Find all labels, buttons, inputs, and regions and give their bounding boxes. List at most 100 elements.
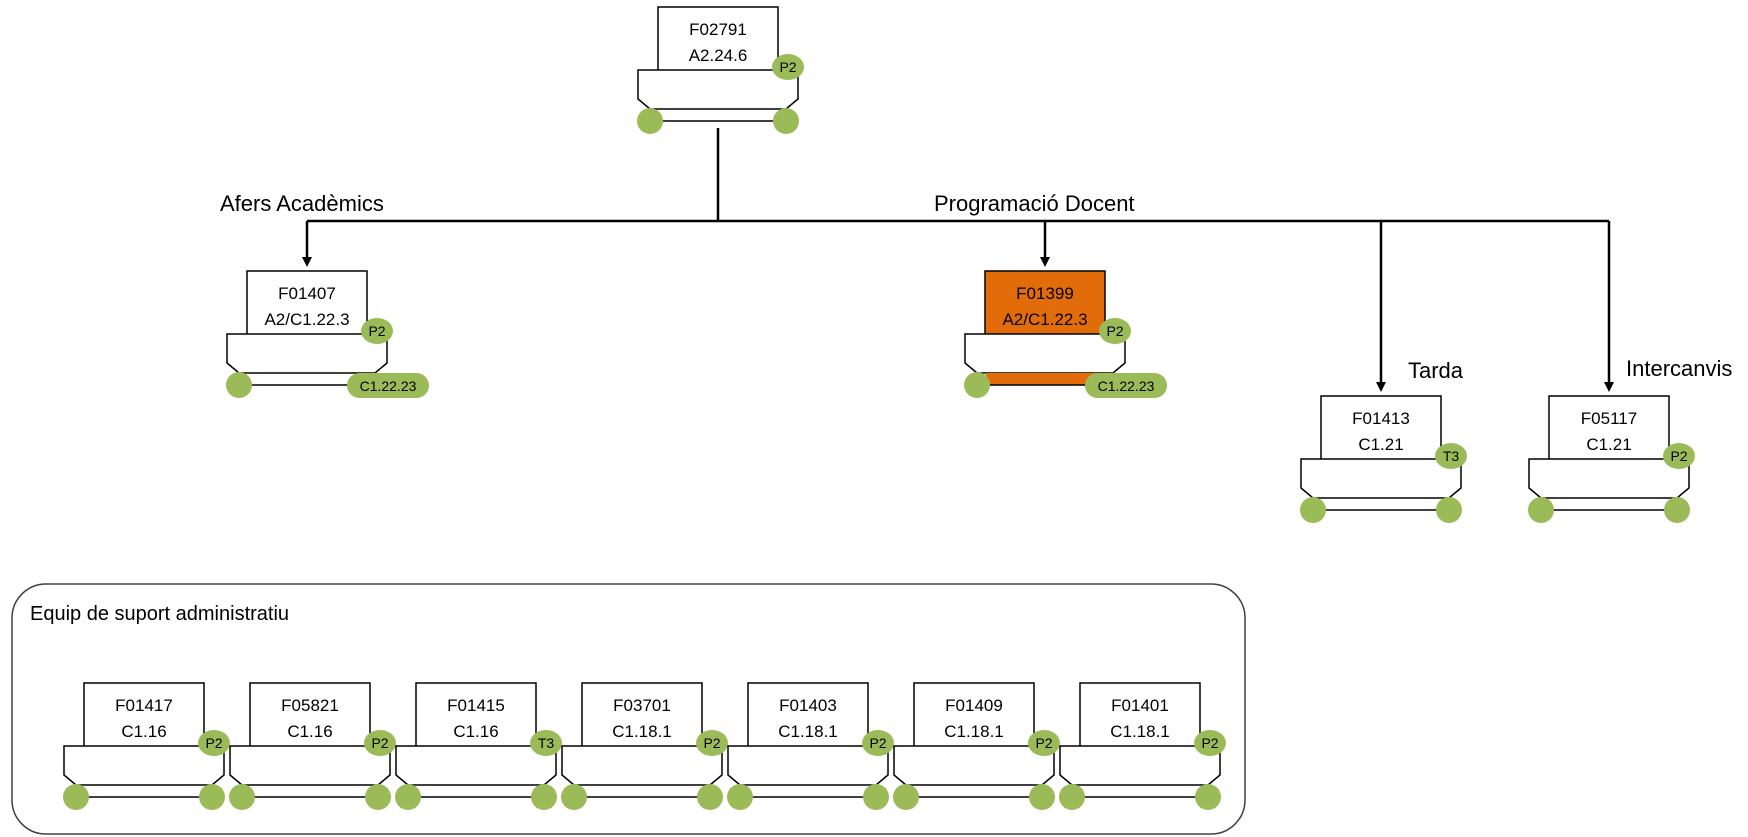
position-code: F01401 [1111, 696, 1169, 715]
position-code: F05821 [281, 696, 339, 715]
position-code: F01413 [1352, 409, 1410, 428]
level-badge [530, 730, 562, 756]
foot-dot-right [1436, 497, 1462, 523]
position-tray [964, 333, 1126, 374]
side-badge-label: C1.22.23 [360, 378, 417, 394]
support-group-title: Equip de suport administratiu [30, 603, 289, 625]
position-tray [229, 745, 391, 786]
foot-dot-left [727, 784, 753, 810]
position-code: F01399 [1016, 284, 1074, 303]
level-badge [361, 318, 393, 344]
foot-dot-left [226, 372, 252, 398]
position-grade: C1.18.1 [1110, 722, 1170, 741]
position-tray [893, 745, 1055, 786]
level-badge-label: P2 [205, 735, 222, 751]
position-code: F03701 [613, 696, 671, 715]
foot-dot-right [863, 784, 889, 810]
position-card [1548, 395, 1670, 462]
label-programacio-docent: Programació Docent [934, 191, 1135, 216]
position-grade: C1.18.1 [778, 722, 838, 741]
level-badge [1663, 443, 1695, 469]
position-card [913, 682, 1035, 749]
label-tarda: Tarda [1408, 358, 1464, 383]
position-tray [1528, 458, 1690, 499]
level-badge-label: P2 [1201, 735, 1218, 751]
position-grade: C1.18.1 [944, 722, 1004, 741]
foot-dot-right [773, 108, 799, 134]
connector-lines [302, 128, 1614, 392]
foot-dot-left [1059, 784, 1085, 810]
label-intercanvis: Intercanvis [1626, 356, 1732, 381]
foot-dot-left [964, 372, 990, 398]
position-grade: C1.21 [1358, 435, 1403, 454]
level-badge [1099, 318, 1131, 344]
position-code: F01409 [945, 696, 1003, 715]
position-tray [1059, 745, 1221, 786]
position-code: F02791 [689, 20, 747, 39]
foot-dot-left [395, 784, 421, 810]
foot-dot-left [561, 784, 587, 810]
position-code: F01407 [278, 284, 336, 303]
foot-dot-left [637, 108, 663, 134]
position-tray [1300, 458, 1462, 499]
foot-dot-right [1029, 784, 1055, 810]
position-card [83, 682, 205, 749]
level-badge-label: P2 [1035, 735, 1052, 751]
position-card [249, 682, 371, 749]
side-badge-label: C1.22.23 [1098, 378, 1155, 394]
level-badge [1435, 443, 1467, 469]
level-badge-label: P2 [1670, 448, 1687, 464]
foot-dot-right [531, 784, 557, 810]
support-group-container [11, 583, 1246, 835]
position-grade: C1.16 [453, 722, 498, 741]
level-badge [772, 54, 804, 80]
side-badge [1085, 373, 1167, 398]
position-code: F01403 [779, 696, 837, 715]
level-badge [696, 730, 728, 756]
nodes-layer: F02791A2.24.6P2F01407A2/C1.22.3P2C1.22.2… [63, 6, 1695, 810]
position-grade: A2/C1.22.3 [1002, 310, 1087, 329]
level-badge-label: P2 [371, 735, 388, 751]
level-badge-label: P2 [779, 59, 796, 75]
foot-dot-right [1195, 784, 1221, 810]
position-tray [63, 745, 225, 786]
foot-dot-left [1528, 497, 1554, 523]
position-tray [561, 745, 723, 786]
side-badge [347, 373, 429, 398]
position-tray [226, 333, 388, 374]
level-badge-label: T3 [1443, 448, 1460, 464]
level-badge-label: P2 [1106, 323, 1123, 339]
level-badge-label: P2 [703, 735, 720, 751]
foot-dot-right [199, 784, 225, 810]
position-grade: C1.16 [287, 722, 332, 741]
position-card [984, 270, 1106, 337]
level-badge-label: T3 [538, 735, 555, 751]
position-grade: A2/C1.22.3 [264, 310, 349, 329]
position-code: F05117 [1581, 409, 1637, 428]
position-card [1320, 395, 1442, 462]
level-badge [1028, 730, 1060, 756]
foot-dot-left [1300, 497, 1326, 523]
position-grade: C1.18.1 [612, 722, 672, 741]
position-card [415, 682, 537, 749]
foot-dot-right [1664, 497, 1690, 523]
position-tray [727, 745, 889, 786]
position-grade: C1.21 [1586, 435, 1631, 454]
position-code: F01417 [115, 696, 173, 715]
position-card [246, 270, 368, 337]
position-tray [395, 745, 557, 786]
label-afers-academics: Afers Acadèmics [220, 191, 384, 216]
